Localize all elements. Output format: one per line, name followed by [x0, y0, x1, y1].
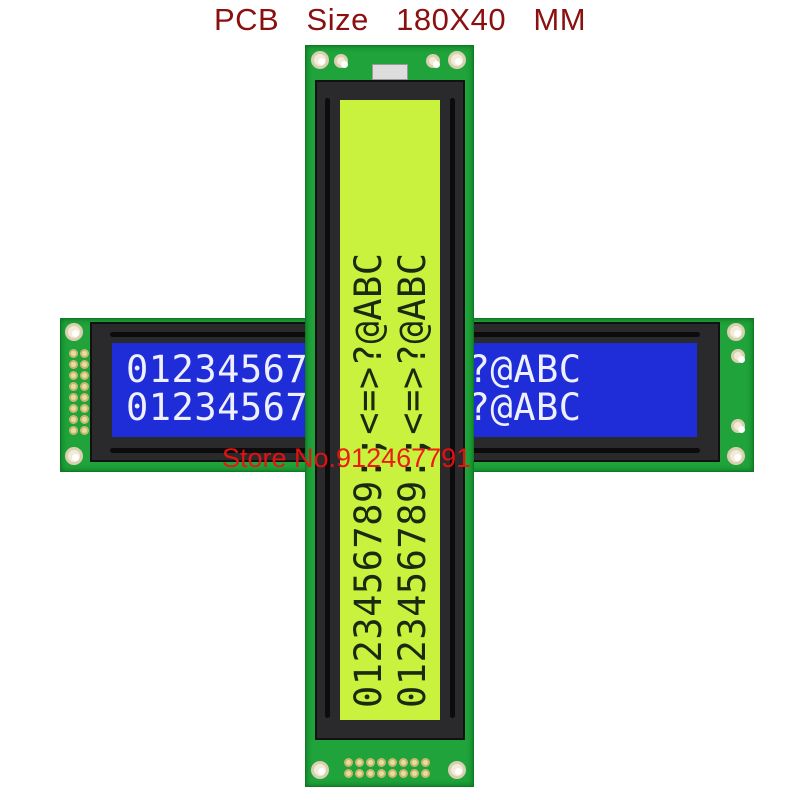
lcd-line-2: 0123456789:;<=>?@ABC — [347, 252, 390, 708]
mount-hole — [727, 323, 745, 341]
product-title: PCB Size 180X40 MM — [213, 2, 587, 37]
mount-hole — [448, 761, 466, 779]
mount-hole — [334, 54, 348, 68]
yellow-lcd-screen: 0123456789:;<=>?@ABC 0123456789:;<=>?@AB… — [340, 100, 440, 720]
mount-hole — [311, 51, 329, 69]
lcd-line-1: 0123456789:;<=>?@ABC — [391, 252, 434, 708]
pin-header — [344, 758, 430, 778]
mount-hole — [731, 419, 745, 433]
mount-hole — [311, 761, 329, 779]
store-watermark: Store No.912467791 — [222, 443, 472, 473]
mount-hole — [731, 349, 745, 363]
mount-hole — [65, 447, 83, 465]
mount-hole — [448, 51, 466, 69]
pin-header — [69, 349, 89, 435]
mount-hole — [426, 54, 440, 68]
backlight-connector — [372, 64, 408, 80]
mount-hole — [727, 447, 745, 465]
mount-hole — [65, 323, 83, 341]
